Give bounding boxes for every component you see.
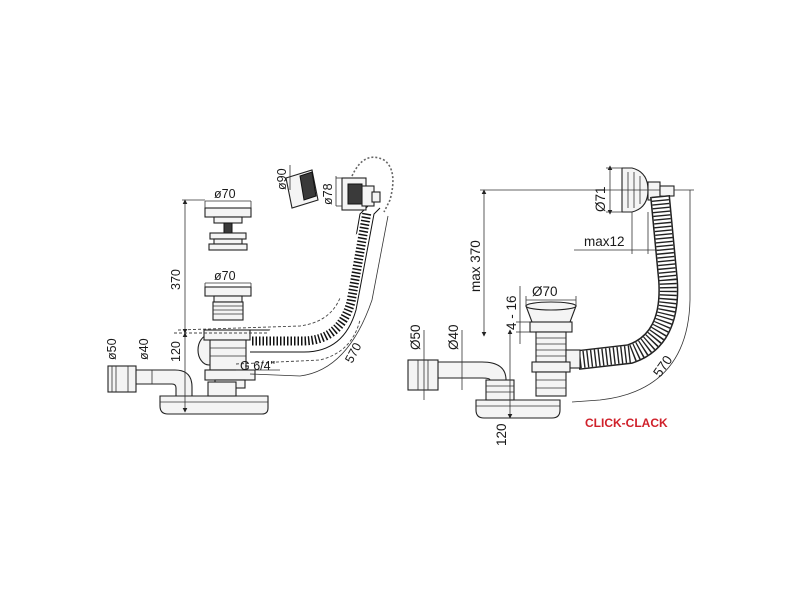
left-dim-370: 370 (169, 269, 183, 290)
right-dimension-lines (423, 165, 694, 419)
click-clack-label: CLICK-CLACK (585, 416, 668, 430)
left-dim-d70-top: ø70 (214, 187, 236, 201)
overflow-hose (177, 205, 381, 365)
corrugated-hose (576, 195, 679, 370)
right-dim-d71: Ø71 (593, 186, 608, 212)
right-dim-max370: max 370 (468, 240, 483, 292)
left-dim-d90: ø90 (275, 168, 289, 190)
middle-drain-plug (204, 286, 252, 321)
left-dim-d78: ø78 (321, 183, 335, 205)
left-dim-d70-mid: ø70 (214, 269, 236, 283)
left-dim-d50: ø50 (105, 338, 119, 360)
left-dim-thread: G 6/4" (240, 359, 275, 373)
right-dim-120: 120 (494, 423, 509, 446)
left-dim-120: 120 (169, 341, 183, 362)
waste-body (174, 329, 270, 389)
right-dim-max12: max12 (584, 234, 625, 249)
left-diagram: ø70 ø90 ø78 370 ø70 120 G 6/4" ø50 ø40 5… (105, 156, 394, 415)
right-dim-d70: Ø70 (532, 284, 558, 299)
right-trap (407, 359, 561, 419)
bowden-control-cap (285, 169, 319, 209)
overflow-head (341, 156, 394, 213)
left-dim-d40: ø40 (137, 338, 151, 360)
click-clack-waste (525, 301, 581, 397)
right-dim-570: 570 (650, 353, 675, 380)
right-dim-4-16: 4 - 16 (504, 295, 519, 330)
left-dimension-lines (111, 165, 389, 413)
right-dim-d50: Ø50 (408, 324, 423, 350)
right-diagram: Ø71 max12 max 370 Ø70 4 - 16 Ø50 Ø40 120… (407, 165, 694, 446)
top-drain-cover (204, 207, 252, 251)
left-dim-570: 570 (342, 340, 364, 365)
right-dim-d40: Ø40 (446, 324, 461, 350)
